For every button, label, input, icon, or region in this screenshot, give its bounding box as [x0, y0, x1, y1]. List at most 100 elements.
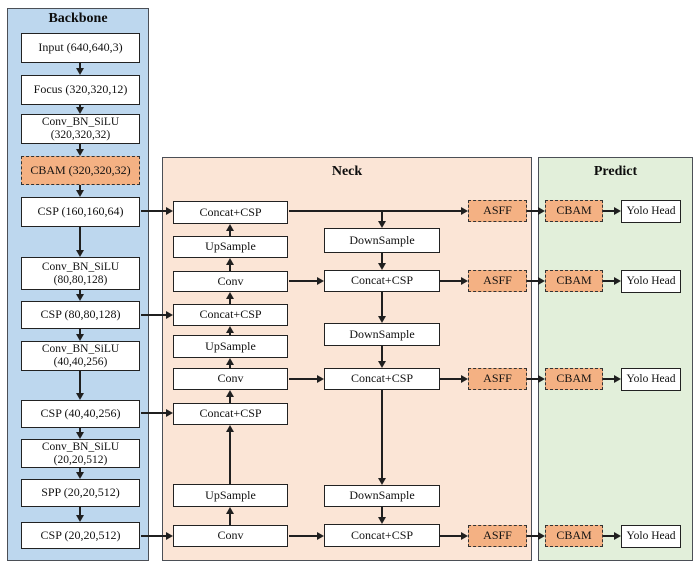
- arrow-line: [229, 395, 231, 403]
- arrowhead-down: [378, 221, 386, 228]
- arrow-line: [603, 280, 614, 282]
- neck-node-downsample-3: DownSample: [324, 485, 440, 507]
- arrowhead-down: [378, 316, 386, 323]
- arrowhead-right: [461, 277, 468, 285]
- arrowhead-right: [166, 532, 173, 540]
- neck-node-upsample-2: UpSample: [173, 335, 288, 358]
- arrow-line: [141, 314, 167, 316]
- yolo-head-node-4: Yolo Head: [621, 525, 681, 548]
- predict-title: Predict: [593, 164, 638, 179]
- arrow-line: [527, 210, 538, 212]
- arrowhead-right: [614, 532, 621, 540]
- arrow-line: [229, 297, 231, 304]
- predict-cbam-node-1: CBAM: [545, 200, 603, 222]
- arrow-line: [79, 144, 81, 150]
- arrow-line: [79, 63, 81, 69]
- arrow-line: [527, 378, 538, 380]
- arrowhead-down: [76, 472, 84, 479]
- arrowhead-right: [614, 375, 621, 383]
- arrowhead-right: [614, 207, 621, 215]
- backbone-node-input: Input (640,640,3): [21, 33, 140, 63]
- backbone-node-spp: SPP (20,20,512): [21, 479, 140, 507]
- arrow-line: [229, 331, 231, 335]
- arrowhead-right: [166, 311, 173, 319]
- arrowhead-right: [317, 277, 324, 285]
- arrowhead-up: [226, 358, 234, 365]
- arrow-line: [141, 412, 167, 414]
- backbone-node-conv-bn-silu-40: Conv_BN_SiLU(40,40,256): [21, 341, 140, 371]
- arrowhead-down: [76, 393, 84, 400]
- arrowhead-right: [461, 375, 468, 383]
- arrowhead-up: [226, 425, 234, 432]
- arrow-line: [79, 507, 81, 516]
- backbone-node-conv-bn-silu-80: Conv_BN_SiLU(80,80,128): [21, 257, 140, 290]
- neck-node-conv-1: Conv: [173, 271, 288, 292]
- arrow-line: [603, 535, 614, 537]
- arrowhead-up: [226, 292, 234, 299]
- asff-node-3: ASFF: [468, 368, 527, 390]
- arrowhead-up: [226, 326, 234, 333]
- neck-node-downsample-1: DownSample: [324, 228, 440, 253]
- arrowhead-down: [76, 294, 84, 301]
- arrowhead-up: [226, 224, 234, 231]
- arrow-line: [79, 227, 81, 251]
- arrow-line: [381, 507, 383, 518]
- arrowhead-down: [76, 107, 84, 114]
- arrowhead-down: [76, 515, 84, 522]
- arrowhead-right: [166, 207, 173, 215]
- predict-cbam-node-4: CBAM: [545, 525, 603, 547]
- arrowhead-down: [76, 190, 84, 197]
- arrow-line: [141, 210, 167, 212]
- arrow-line: [79, 428, 81, 433]
- arrowhead-right: [538, 277, 545, 285]
- arrow-line: [381, 390, 383, 479]
- arrow-line: [79, 290, 81, 295]
- arrow-line: [603, 378, 614, 380]
- backbone-node-conv-bn-silu-20: Conv_BN_SiLU(20,20,512): [21, 439, 140, 468]
- arrow-line: [527, 535, 538, 537]
- arrow-line: [79, 329, 81, 335]
- arrow-line: [527, 280, 538, 282]
- panel-predict: [538, 157, 693, 561]
- arrow-line: [440, 535, 461, 537]
- neck-node-upsample-1: UpSample: [173, 236, 288, 258]
- neck-node-concat-csp-1: Concat+CSP: [173, 201, 288, 224]
- backbone-node-csp-80: CSP (80,80,128): [21, 301, 140, 329]
- asff-node-2: ASFF: [468, 270, 527, 292]
- neck-node-concat-csp-r2: Concat+CSP: [324, 368, 440, 390]
- arrow-line: [141, 535, 167, 537]
- arrowhead-down: [76, 68, 84, 75]
- neck-node-concat-csp-2: Concat+CSP: [173, 304, 288, 326]
- arrowhead-down: [378, 478, 386, 485]
- arrowhead-up: [226, 390, 234, 397]
- arrowhead-down: [378, 263, 386, 270]
- asff-node-4: ASFF: [468, 525, 527, 547]
- arrowhead-up: [226, 507, 234, 514]
- backbone-node-csp-20: CSP (20,20,512): [21, 522, 140, 549]
- backbone-node-focus: Focus (320,320,12): [21, 75, 140, 105]
- arrow-line: [79, 185, 81, 191]
- arrow-line: [289, 280, 318, 282]
- arrow-line: [229, 363, 231, 368]
- neck-node-concat-csp-r3: Concat+CSP: [324, 524, 440, 547]
- yolo-head-node-2: Yolo Head: [621, 270, 681, 293]
- arrowhead-right: [614, 277, 621, 285]
- backbone-node-csp-40: CSP (40,40,256): [21, 400, 140, 428]
- yolo-head-node-1: Yolo Head: [621, 200, 681, 223]
- arrow-line: [289, 210, 461, 212]
- arrow-line: [381, 292, 383, 317]
- arrow-line: [381, 253, 383, 264]
- arrow-line: [229, 263, 231, 271]
- arrowhead-up: [226, 258, 234, 265]
- neck-node-concat-csp-3: Concat+CSP: [173, 403, 288, 425]
- arrow-line: [440, 378, 461, 380]
- arrowhead-right: [317, 532, 324, 540]
- arrowhead-right: [538, 532, 545, 540]
- neck-node-conv-2: Conv: [173, 368, 288, 390]
- yolo-head-node-3: Yolo Head: [621, 368, 681, 391]
- arrow-line: [229, 229, 231, 236]
- arrowhead-down: [76, 149, 84, 156]
- asff-node-1: ASFF: [468, 200, 527, 222]
- arrowhead-down: [378, 517, 386, 524]
